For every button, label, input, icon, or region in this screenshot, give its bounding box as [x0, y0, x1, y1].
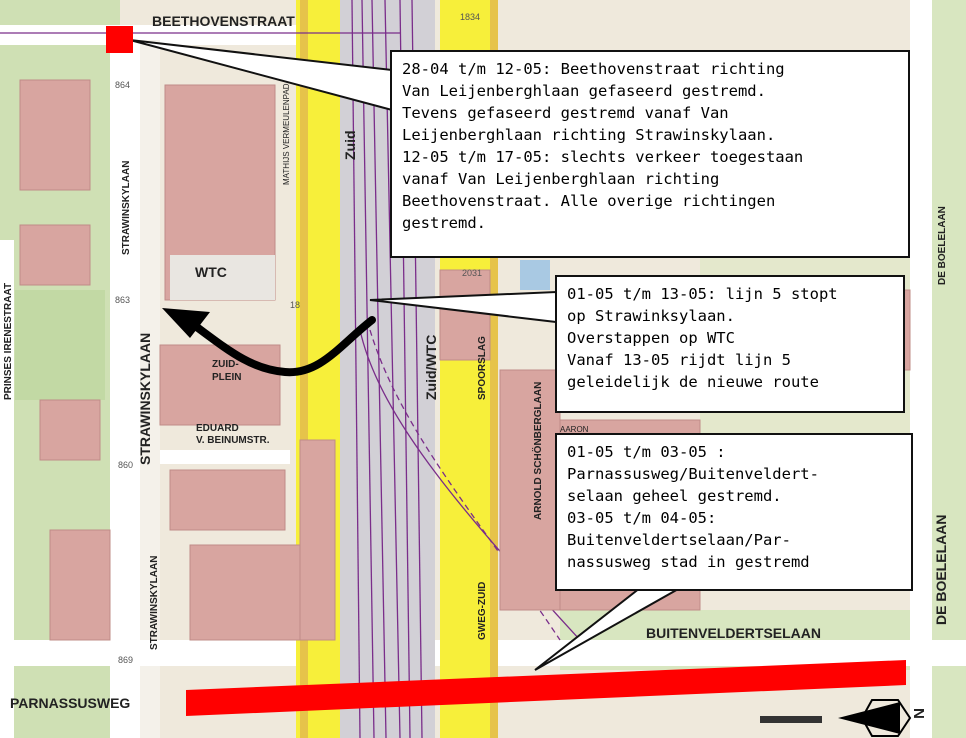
north-arrow-icon: [838, 702, 900, 734]
label-wtc: WTC: [195, 264, 227, 280]
road-number-18: 18: [290, 300, 301, 310]
park-west: [15, 290, 105, 400]
road-strawinskylaan-west: [110, 40, 142, 738]
road-number-2031: 2031: [462, 268, 483, 278]
street-label-beethovenstraat: BEETHOVENSTRAAT: [152, 13, 295, 29]
reroute-arrow-line: [186, 316, 376, 377]
road-number-863: 863: [115, 295, 131, 305]
road-number-860: 860: [118, 460, 134, 470]
label-zuidplein-1: ZUID-: [212, 359, 239, 370]
closure-marker-beethovenstraat: [106, 26, 133, 53]
road-number-869: 869: [118, 655, 134, 665]
scale-bar: [760, 716, 822, 723]
callout-pointer-beethovenstraat: [129, 39, 393, 112]
water-basin: [520, 260, 550, 290]
north-label: N: [910, 708, 928, 719]
label-zuidplein-2: PLEIN: [212, 372, 242, 383]
callout-parnassusweg: 01-05 t/m 03-05 : Parnassusweg/Buitenvel…: [555, 433, 913, 591]
street-label-parnassusweg: PARNASSUSWEG: [10, 695, 131, 711]
callout-lijn5: 01-05 t/m 13-05: lijn 5 stopt op Strawin…: [555, 275, 905, 413]
road-eduard-van-beinum: [160, 450, 290, 464]
reroute-arrow-head: [162, 308, 210, 338]
road-number-864: 864: [115, 80, 131, 90]
callout-pointer-lijn5: [369, 290, 557, 324]
road-strawinskylaan-lane: [140, 40, 160, 738]
compass-octagon-icon: [860, 699, 912, 737]
closure-bar-parnassusweg: [186, 660, 906, 716]
label-aaron: AARON: [560, 425, 589, 434]
street-label-buitenveldertselaan: BUITENVELDERTSELAAN: [646, 625, 822, 641]
road-number-1834: 1834: [460, 12, 481, 22]
road-prinses-irenestraat: [0, 240, 14, 738]
callout-beethovenstraat: 28-04 t/m 12-05: Beethovenstraat richtin…: [390, 50, 910, 258]
highway-east-edge: [490, 0, 498, 738]
label-eduard-2: V. BEINUMSTR.: [196, 435, 270, 446]
road-de-boelelaan: [910, 0, 932, 738]
wtc-square: [170, 255, 275, 300]
label-eduard-1: EDUARD: [196, 423, 239, 434]
callout-pointer-parnassusweg: [534, 587, 684, 671]
